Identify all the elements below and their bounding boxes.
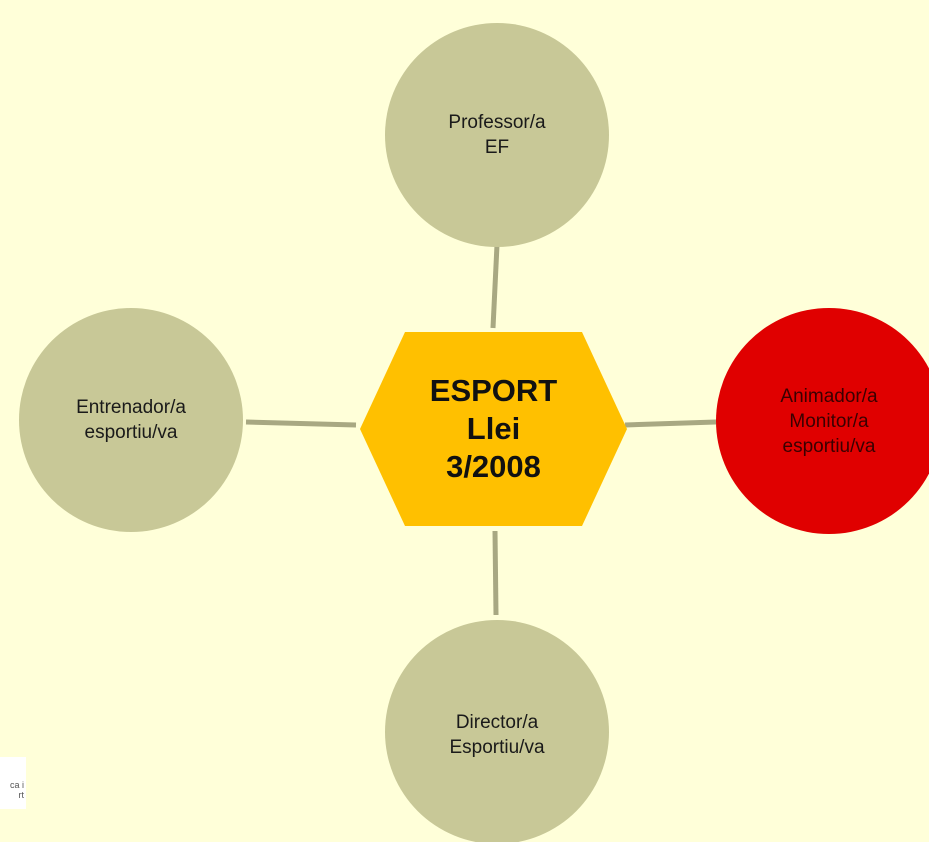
logo-fragment: ca i rt [0,757,26,809]
connector-left [245,419,357,428]
node-circle-right [716,308,929,534]
connector-bottom [492,530,499,616]
node-circle-top [385,23,609,247]
node-circle-left [19,308,243,532]
connector-right [624,419,717,428]
connector-top [490,244,500,329]
node-circle-bottom [385,620,609,844]
center-hexagon [360,332,627,526]
